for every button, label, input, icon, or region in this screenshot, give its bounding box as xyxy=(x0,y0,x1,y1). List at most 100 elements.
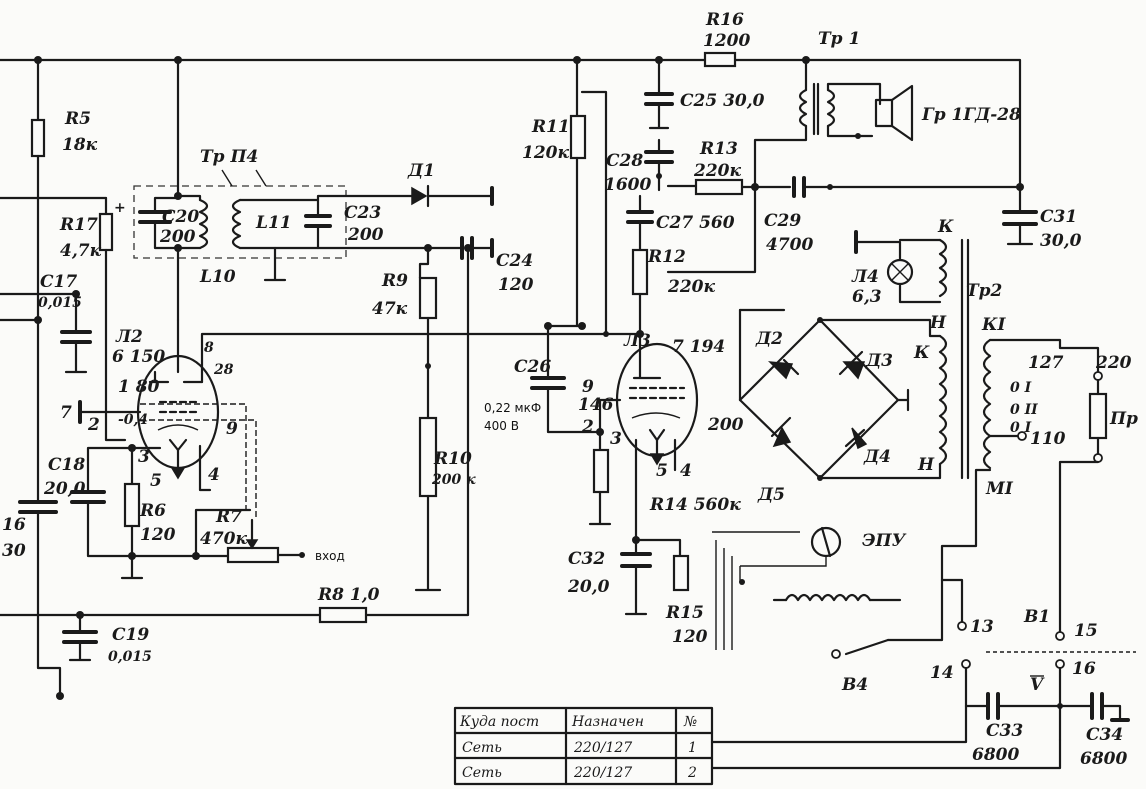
label-s0ii: 0 II xyxy=(1010,402,1038,418)
label-c24-val: 120 xyxy=(498,275,534,295)
label-l3: Л3 xyxy=(623,331,651,351)
label-r16: R16 xyxy=(705,10,744,30)
connection-table: Куда пост Назначен № Сеть 220/127 1 Сеть… xyxy=(453,706,714,786)
table-header-1: Куда пост xyxy=(459,714,539,730)
table-cell: Сеть xyxy=(462,740,502,756)
label-d4: Д4 xyxy=(863,447,891,467)
label-r16-val: 1200 xyxy=(703,31,750,51)
switch-network: 13 В1 15 В4 14 16 V C33 6800 C34 6800 xyxy=(710,578,1136,770)
label-c31: C31 xyxy=(1040,207,1077,227)
label-c26: C26 xyxy=(514,357,551,377)
label-c16-val: 30 xyxy=(2,541,26,561)
label-c18: C18 xyxy=(48,455,85,475)
label-d5: Д5 xyxy=(757,485,785,505)
top-rail xyxy=(0,56,1022,190)
label-l4-val: 6,3 xyxy=(852,287,882,307)
label-pin5a: 5 xyxy=(150,471,162,491)
label-l2-type: 6 150 xyxy=(112,347,165,367)
label-r13: R13 xyxy=(699,139,738,159)
label-c17: C17 xyxy=(40,272,77,292)
label-pin4b: 4 xyxy=(680,461,692,481)
label-pin7: 7 xyxy=(60,403,72,423)
label-r5: R5 xyxy=(64,109,91,129)
table-cell: 1 xyxy=(688,740,697,756)
label-s0i: 0 I xyxy=(1010,380,1032,396)
pilot-lamp-l4: Л4 6,3 К xyxy=(851,217,954,307)
label-c25: C25 30,0 xyxy=(680,91,765,111)
label-c16: 16 xyxy=(2,515,26,535)
label-n14: 14 xyxy=(930,663,954,683)
label-l4: Л4 xyxy=(851,267,879,287)
table-cell: 220/127 xyxy=(573,765,632,781)
label-r11: R11 xyxy=(531,117,570,137)
label-r8: R8 1,0 xyxy=(317,585,380,605)
label-pin2b: 2 xyxy=(581,417,594,437)
label-r17-val: 4,7к xyxy=(60,241,102,261)
label-r9: R9 xyxy=(381,271,408,291)
label-r7-val: 470к xyxy=(200,529,247,549)
label-pin28: 28 xyxy=(213,362,234,378)
label-c31-val: 30,0 xyxy=(1040,231,1082,251)
label-c29: C29 xyxy=(764,211,801,231)
label-r15: R15 xyxy=(665,603,704,623)
output-transformer-tr1: Тр 1 Гр 1ГД-28 xyxy=(753,29,1021,189)
label-pin9: 9 xyxy=(582,377,594,397)
table-cell: 220/127 xyxy=(573,740,632,756)
label-d3: Д3 xyxy=(865,351,893,371)
label-h1: Н xyxy=(929,313,947,333)
label-c19: C19 xyxy=(112,625,149,645)
label-mi: МI xyxy=(985,479,1014,499)
label-n13: 13 xyxy=(970,617,994,637)
label-pin3b: 3 xyxy=(610,429,622,449)
label-r10-val: 200 к xyxy=(431,472,476,488)
label-r13-val: 220к xyxy=(693,161,741,181)
label-n127: 127 xyxy=(1028,353,1064,373)
label-l3-type: 7 194 xyxy=(672,337,725,357)
label-r11-val: 120к xyxy=(522,143,569,163)
cathode-network-l3: R14 560к C32 20,0 R15 120 xyxy=(567,428,741,647)
label-r9-val: 47к xyxy=(372,299,408,319)
label-n110: 110 xyxy=(1030,429,1066,449)
label-c34: C34 xyxy=(1086,725,1123,745)
label-r6: R6 xyxy=(139,501,166,521)
label-r17: R17 xyxy=(59,215,98,235)
label-d1: Д1 xyxy=(407,161,435,181)
label-c24: C24 xyxy=(496,251,533,271)
table-header-3: № xyxy=(683,714,697,730)
label-n16: 16 xyxy=(1072,659,1096,679)
label-pin2: 2 xyxy=(87,415,100,435)
label-k-mid: К xyxy=(913,343,930,363)
label-c29-val: 4700 xyxy=(766,235,813,255)
label-c19-val: 0,015 xyxy=(108,649,152,665)
label-v-sym: V xyxy=(1030,675,1045,695)
label-c17-val: 0,015 xyxy=(38,295,82,311)
label-r6-val: 120 xyxy=(140,525,176,545)
tube-l2: Л2 6 150 8 28 1 80 7 2 -0,4 9 3 5 4 xyxy=(60,318,644,520)
label-epu: ЭПУ xyxy=(862,531,907,551)
label-n200: 200 xyxy=(707,415,744,435)
label-c20: C20 xyxy=(162,207,199,227)
label-c33: C33 xyxy=(986,721,1023,741)
label-trp4: Тр П4 xyxy=(200,147,258,167)
table-header-2: Назначен xyxy=(571,714,644,730)
label-vhod: вход xyxy=(315,549,345,563)
resistor-r16: R16 1200 xyxy=(703,10,750,68)
label-n15: 15 xyxy=(1074,621,1098,641)
label-c34-val: 6800 xyxy=(1080,749,1127,769)
label-pin4a: 4 xyxy=(208,465,220,485)
label-c26-note-2: 400 В xyxy=(484,419,519,433)
label-pin146: 146 xyxy=(578,395,614,415)
label-k-top: К xyxy=(937,217,954,237)
label-l11: L11 xyxy=(255,213,292,233)
label-c23: C23 xyxy=(344,203,381,223)
label-r12: R12 xyxy=(647,247,686,267)
bridge-rectifier: Д2 Д3 200 Д4 Д5 xyxy=(707,308,910,505)
label-c20-val: 200 xyxy=(159,227,196,247)
label-c28: C28 xyxy=(606,151,643,171)
label-h2: Н xyxy=(917,455,935,475)
label-c33-val: 6800 xyxy=(972,745,1019,765)
resistor-r8: R8 1,0 xyxy=(317,244,472,624)
left-section: R5 18к R17 4,7к + C17 0,015 16 30 xyxy=(0,58,322,700)
label-b4: В4 xyxy=(841,675,868,695)
